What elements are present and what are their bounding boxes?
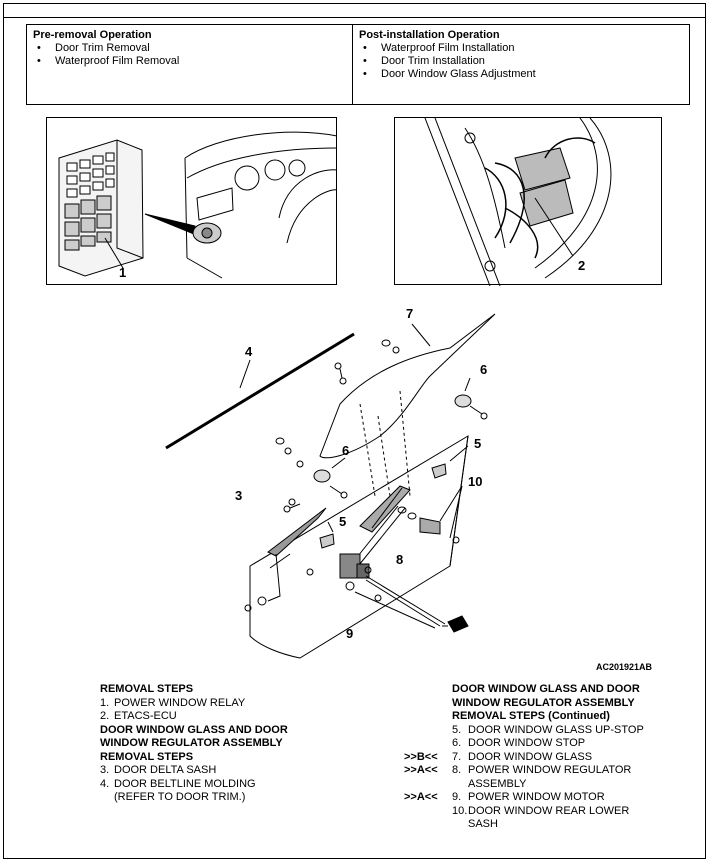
- step-number: 1.: [100, 696, 110, 709]
- step-2: 2. ETACS-ECU: [100, 710, 380, 724]
- section-heading-line: REMOVAL STEPS (Continued): [452, 710, 610, 722]
- section-heading-line: DOOR WINDOW GLASS AND DOOR: [100, 723, 288, 736]
- step-text: DOOR BELTLINE MOLDING: [114, 777, 256, 790]
- callout-2: 2: [578, 258, 586, 273]
- callout-3: 3: [235, 488, 243, 503]
- step-text: DOOR DELTA SASH: [114, 764, 217, 776]
- step-prefix: [404, 737, 452, 751]
- section-heading-line: WINDOW REGULATOR ASSEMBLY: [100, 737, 283, 749]
- step-3: 3. DOOR DELTA SASH: [100, 764, 380, 778]
- callout-4: 4: [245, 344, 253, 359]
- step-9: >>A<< 9. POWER WINDOW MOTOR: [404, 791, 704, 805]
- step-1: 1. POWER WINDOW RELAY: [100, 697, 380, 711]
- header-strip: [3, 3, 706, 18]
- pre-removal-section: Pre-removal Operation Door Trim Removal …: [27, 25, 353, 104]
- step-number: 7.: [452, 750, 462, 763]
- step-prefix: >>A<<: [404, 764, 438, 776]
- post-installation-title: Post-installation Operation: [359, 29, 500, 41]
- step-prefix: >>B<<: [404, 750, 438, 763]
- section-heading-line: DOOR WINDOW GLASS AND DOOR: [452, 683, 640, 695]
- step-text: POWER WINDOW REGULATOR: [468, 764, 632, 776]
- step-number: 10.: [452, 804, 468, 817]
- post-installation-item: Door Window Glass Adjustment: [359, 68, 683, 81]
- post-installation-item: Door Trim Installation: [359, 55, 683, 68]
- step-number: 9.: [452, 791, 462, 803]
- step-number: 4.: [100, 777, 110, 790]
- step-prefix: [404, 805, 452, 832]
- step-prefix: >>A<<: [404, 791, 438, 803]
- step-text: DOOR WINDOW REAR LOWER: [468, 804, 630, 817]
- callout-5-lower: 5: [339, 514, 347, 529]
- pre-removal-item: Door Trim Removal: [33, 42, 346, 55]
- ecu-location-illustration: 2: [394, 117, 662, 286]
- figure-code: AC201921AB: [596, 662, 653, 672]
- step-4: 4. DOOR BELTLINE MOLDING(REFER TO DOOR TR…: [100, 778, 380, 805]
- post-installation-item: Waterproof Film Installation: [359, 42, 683, 55]
- pre-removal-item: Waterproof Film Removal: [33, 55, 346, 68]
- step-text: ETACS-ECU: [114, 710, 177, 722]
- pre-removal-title: Pre-removal Operation: [33, 29, 152, 41]
- callout-10: 10: [468, 474, 483, 489]
- relay-location-illustration: 1: [46, 117, 338, 285]
- step-text: DOOR WINDOW STOP: [468, 737, 586, 749]
- step-number: 2.: [100, 710, 110, 722]
- step-5: 5. DOOR WINDOW GLASS UP-STOP: [404, 724, 704, 738]
- step-text: DOOR WINDOW GLASS: [468, 750, 593, 763]
- step-text: DOOR WINDOW GLASS UP-STOP: [468, 723, 644, 736]
- callout-8: 8: [396, 552, 404, 567]
- step-prefix: [404, 724, 452, 738]
- step-number: 3.: [100, 764, 110, 776]
- section-heading-line: WINDOW REGULATOR ASSEMBLY: [452, 696, 635, 709]
- step-text: POWER WINDOW MOTOR: [468, 791, 605, 803]
- callout-6-upper: 6: [480, 362, 488, 377]
- removal-steps-right: DOOR WINDOW GLASS AND DOOR WINDOW REGULA…: [404, 683, 704, 832]
- step-number: 8.: [452, 764, 462, 776]
- step-text: POWER WINDOW RELAY: [114, 696, 246, 709]
- step-text-cont: ASSEMBLY: [468, 777, 527, 790]
- step-text-cont: SASH: [468, 818, 498, 830]
- callout-9: 9: [346, 626, 354, 641]
- post-installation-section: Post-installation Operation Waterproof F…: [353, 25, 689, 104]
- removal-steps-left: REMOVAL STEPS 1. POWER WINDOW RELAY 2. ETA…: [100, 683, 380, 805]
- callout-5-upper: 5: [474, 436, 482, 451]
- step-number: 6.: [452, 737, 462, 749]
- callout-6-lower: 6: [342, 443, 350, 458]
- callout-7: 7: [406, 306, 414, 321]
- steps-heading: REMOVAL STEPS: [100, 683, 194, 695]
- operations-box: Pre-removal Operation Door Trim Removal …: [26, 24, 690, 105]
- page-frame: [3, 3, 706, 859]
- step-note: (REFER TO DOOR TRIM.): [114, 791, 246, 803]
- section-heading-line: REMOVAL STEPS: [100, 750, 194, 763]
- callout-1: 1: [119, 265, 127, 280]
- step-number: 5.: [452, 723, 462, 736]
- door-window-exploded-diagram: 4 7 6 6 5 10 3 5 8 9: [150, 296, 670, 672]
- step-7: >>B<< 7. DOOR WINDOW GLASS: [404, 751, 704, 765]
- step-6: 6. DOOR WINDOW STOP: [404, 737, 704, 751]
